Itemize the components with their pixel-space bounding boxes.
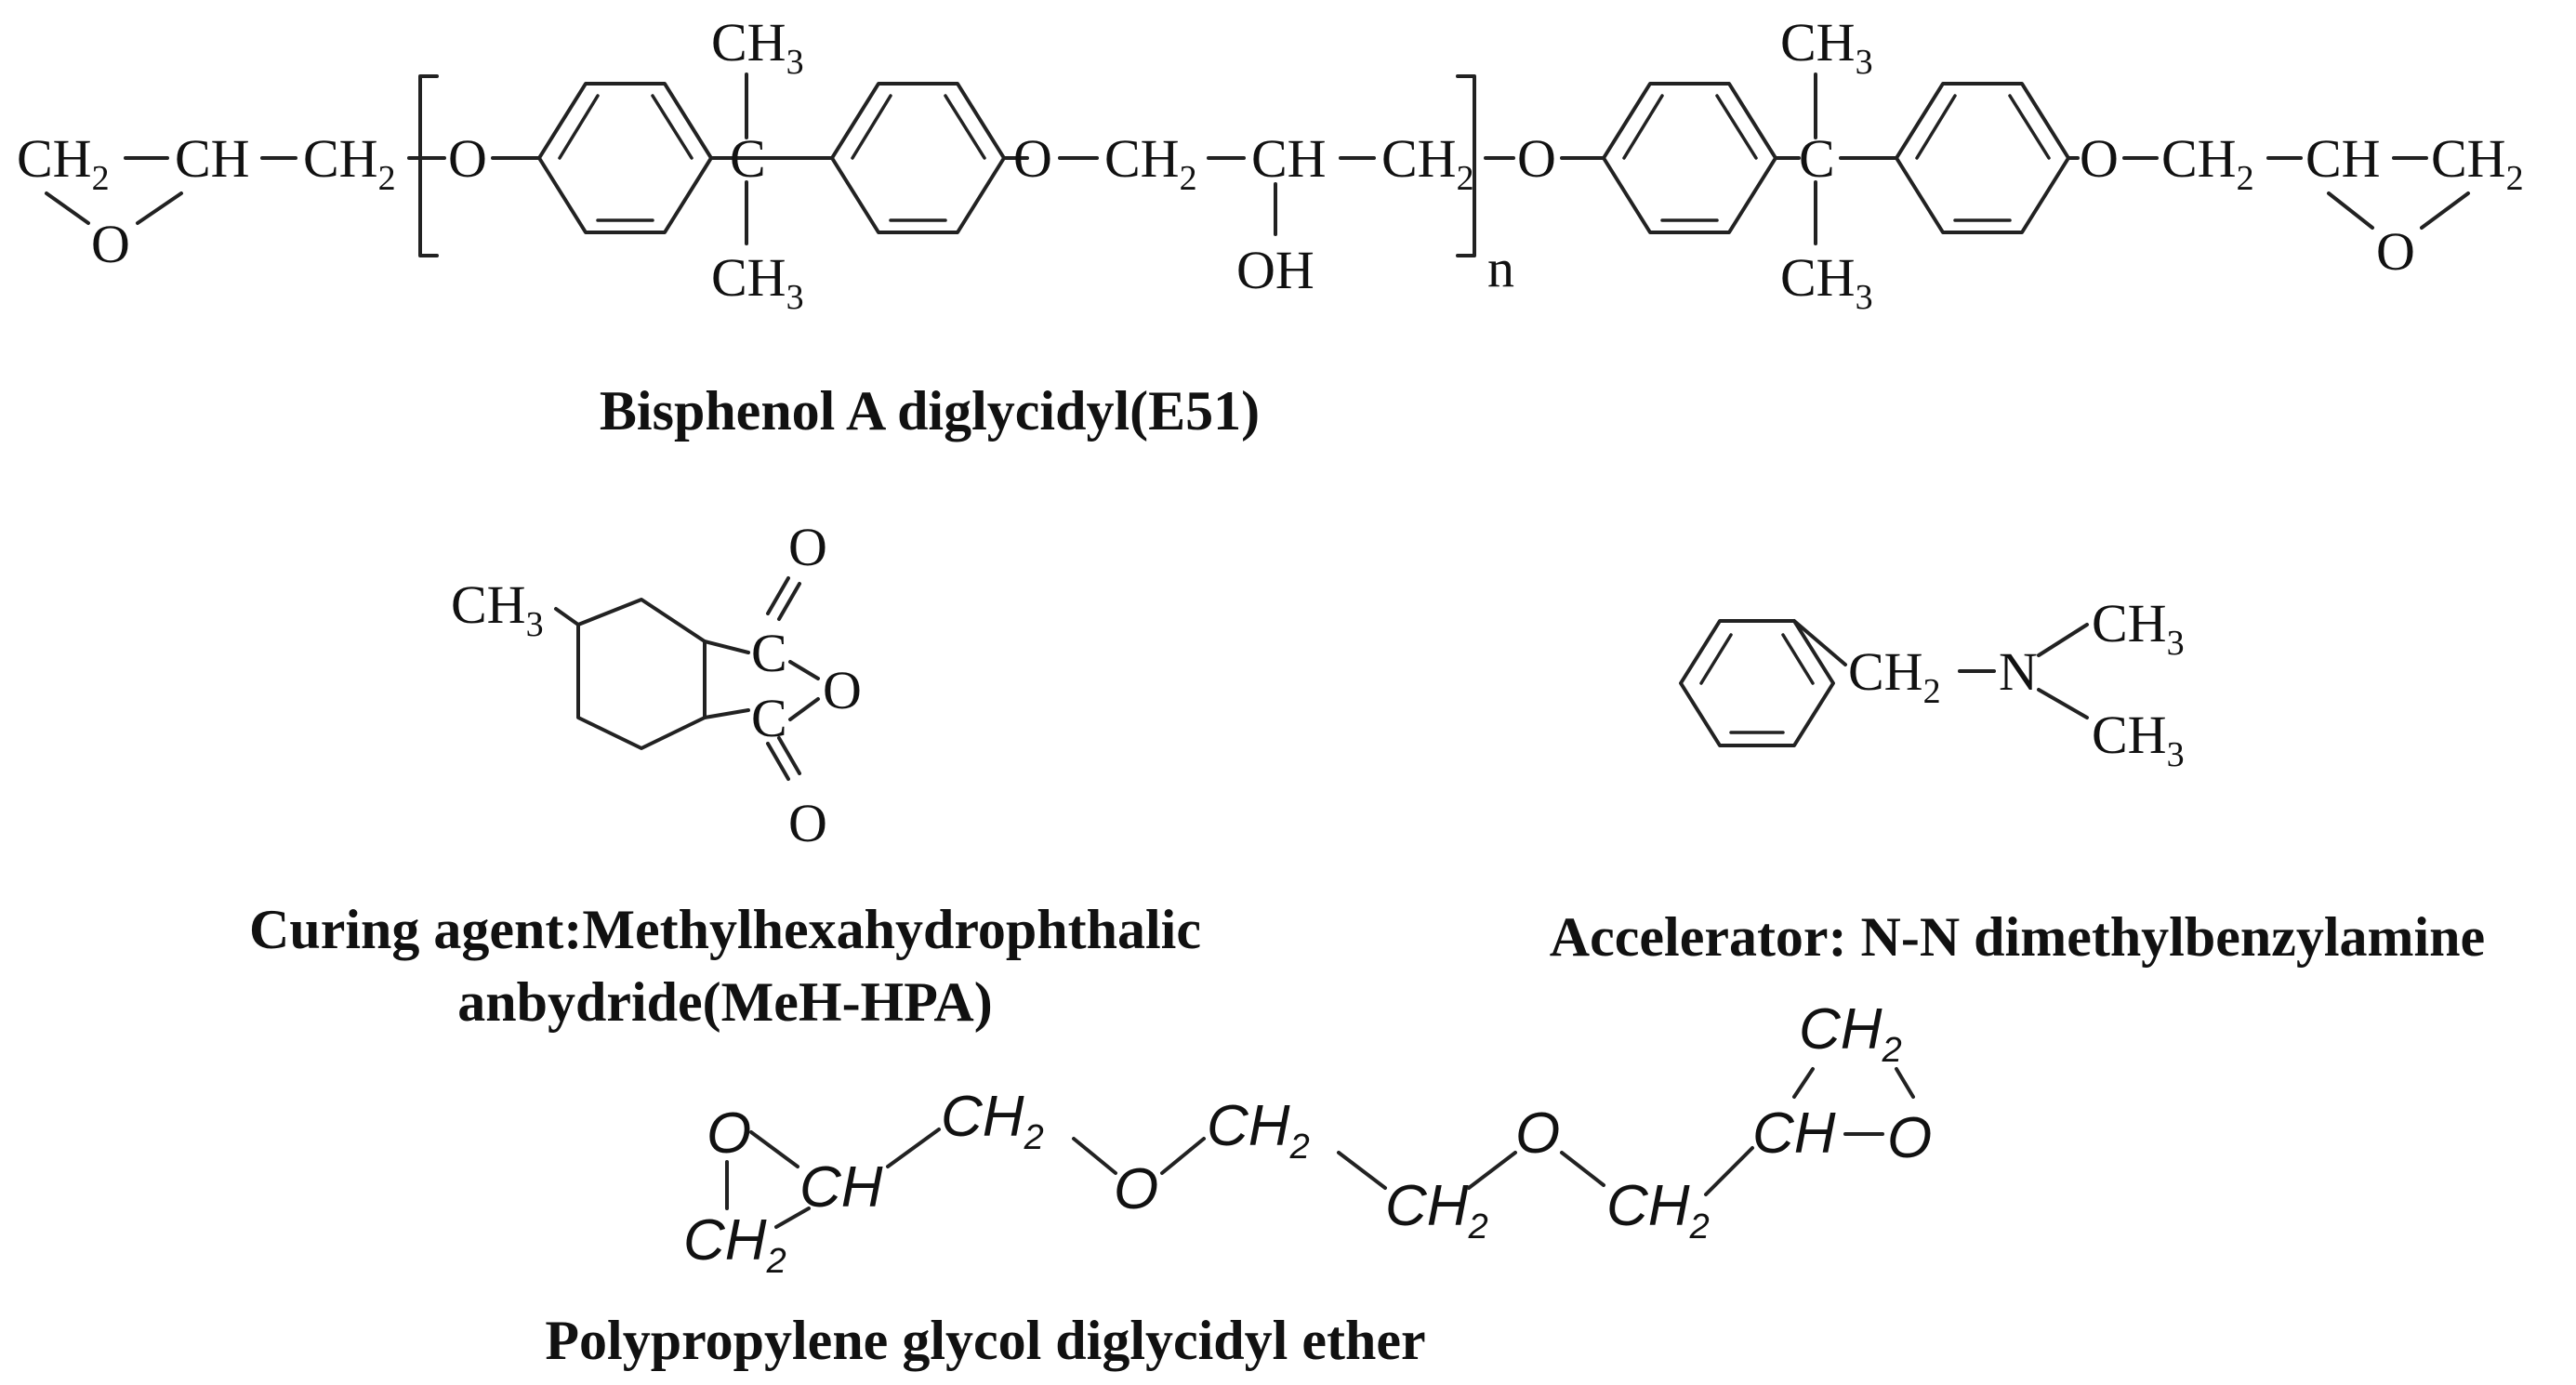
bond — [703, 640, 750, 654]
ppgde-structure: O CH CH2 CH2 O CH2 CH2 O CH2 CH O CH2 — [683, 997, 1932, 1281]
bond — [777, 736, 801, 775]
bdma-structure: CH2 N CH3 CH3 — [1679, 593, 2185, 774]
bond — [45, 191, 90, 225]
bond — [703, 708, 750, 719]
bond — [1467, 1151, 1517, 1190]
benzene-ring — [1895, 82, 2070, 234]
atom-label: O — [448, 128, 487, 189]
bond — [1792, 1067, 1815, 1099]
atom-label: CH3 — [451, 574, 544, 644]
atom-label: CH3 — [2092, 593, 2185, 663]
atom-label: C — [751, 623, 787, 683]
cyclohexane-ring — [576, 598, 707, 750]
atom-label: CH — [1752, 1101, 1836, 1166]
mehhpa-structure: CH3 C C O O O — [451, 517, 862, 853]
atom-label: CH3 — [2092, 705, 2185, 774]
bond — [766, 742, 790, 781]
atom-label: CH2 — [1385, 1174, 1488, 1246]
atom-label: OH — [1236, 240, 1314, 300]
atom-label: CH2 — [1207, 1094, 1310, 1167]
caption-mehhpa-line1: Curing agent:Methylhexahydrophthalic — [249, 899, 1201, 960]
benzene-ring — [1602, 82, 1777, 234]
bond — [1337, 1151, 1387, 1190]
bond — [1895, 1067, 1915, 1099]
bond — [1704, 1146, 1754, 1196]
atom-label: CH — [1251, 128, 1327, 189]
repeat-bracket-left — [418, 74, 439, 257]
atom-label: O — [1887, 1106, 1932, 1170]
atom-label: CH2 — [1104, 128, 1197, 198]
bond — [2420, 191, 2470, 230]
atom-label: CH3 — [711, 247, 804, 317]
atom-label: O — [788, 793, 827, 853]
bond — [1560, 1151, 1605, 1187]
atom-label: CH2 — [941, 1085, 1044, 1157]
bond — [2037, 623, 2089, 657]
benzene-ring — [537, 82, 713, 234]
bond — [2037, 688, 2089, 719]
atom-label: O — [2376, 221, 2415, 282]
caption-mehhpa-line2: anbydride(MeH-HPA) — [457, 971, 992, 1033]
bond — [886, 1128, 941, 1168]
atom-label: CH — [2305, 128, 2381, 189]
atom-label: CH2 — [2161, 128, 2254, 198]
atom-label: O — [1517, 128, 1556, 189]
atom-label: CH — [799, 1155, 883, 1220]
atom-label: CH2 — [17, 128, 110, 198]
atom-label: CH3 — [1780, 247, 1873, 317]
benzene-ring — [1679, 619, 1835, 747]
bond — [777, 582, 801, 621]
bond — [774, 1207, 811, 1229]
atom-label: O — [2080, 128, 2119, 189]
atom-label: CH2 — [1381, 128, 1474, 198]
atom-label: N — [1999, 641, 2038, 702]
bond — [766, 576, 790, 615]
atom-label: O — [1114, 1157, 1158, 1221]
bond — [749, 1130, 799, 1168]
atom-label: O — [91, 214, 130, 274]
caption-bdma: Accelerator: N-N dimethylbenzylamine — [1550, 906, 2485, 968]
atom-label: CH3 — [711, 12, 804, 82]
atom-label: CH2 — [1606, 1174, 1710, 1246]
atom-label: O — [1515, 1101, 1560, 1166]
benzene-ring — [830, 82, 1006, 234]
atom-label: CH2 — [1848, 641, 1941, 711]
bond — [1792, 619, 1847, 666]
atom-label: CH — [175, 128, 250, 189]
bond — [2327, 191, 2374, 230]
atom-label: CH2 — [303, 128, 396, 198]
repeat-index: n — [1487, 238, 1514, 298]
bond — [554, 607, 580, 627]
atom-label: CH3 — [1780, 12, 1873, 82]
repeat-bracket-right — [1456, 74, 1476, 257]
atom-label: O — [707, 1101, 751, 1166]
bond — [788, 697, 820, 721]
atom-label: O — [1013, 128, 1052, 189]
atom-label: CH2 — [683, 1208, 786, 1281]
bond — [788, 660, 820, 680]
caption-e51: Bisphenol A diglycidyl(E51) — [600, 380, 1260, 442]
caption-ppgde: Polypropylene glycol diglycidyl ether — [545, 1310, 1425, 1371]
bond — [136, 191, 183, 225]
atom-label: CH2 — [1799, 997, 1902, 1070]
bond — [1072, 1137, 1117, 1175]
bond — [1160, 1137, 1206, 1175]
atom-label: CH2 — [2431, 128, 2524, 198]
e51-structure: CH2 CH CH2 O O C CH3 CH3 — [17, 12, 2524, 317]
atom-label: O — [788, 517, 827, 577]
atom-label: O — [823, 660, 862, 720]
